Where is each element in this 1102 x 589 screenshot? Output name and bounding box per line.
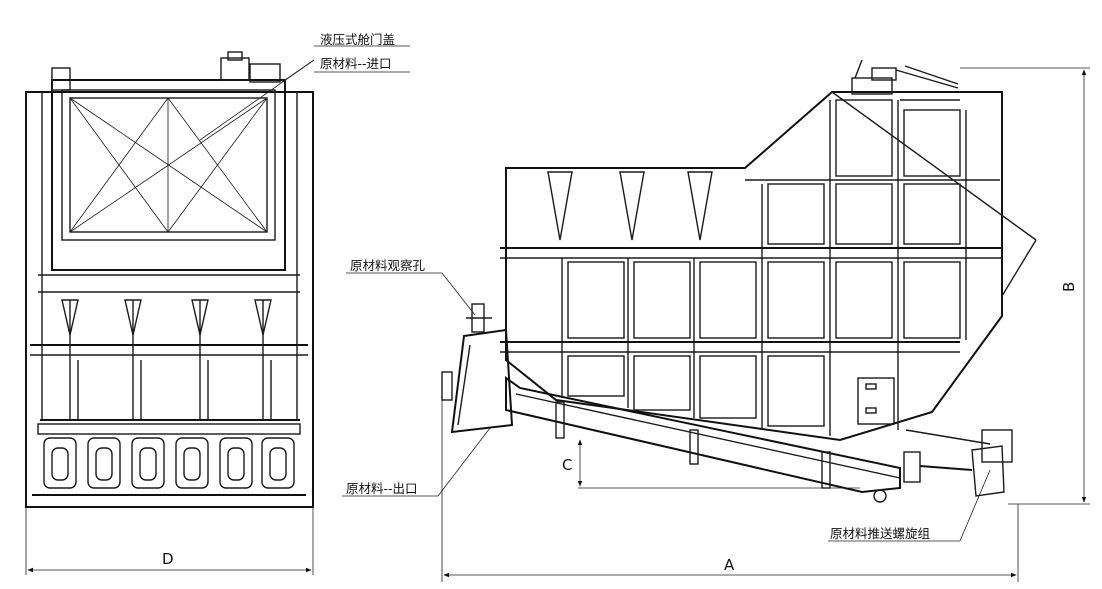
outlet-label: 原材料--出口	[346, 481, 418, 496]
dim-b-label: B	[1060, 282, 1078, 292]
callouts: 液压式舱门盖 原材料--进口 原材料观察孔 原材料--出口 原材料推送螺旋组	[199, 32, 991, 542]
screw-label: 原材料推送螺旋组	[830, 526, 930, 541]
window-label: 原材料观察孔	[350, 258, 426, 273]
dim-d-label: D	[162, 550, 174, 568]
dim-a-label: A	[724, 556, 735, 574]
side-view: C B A	[441, 59, 1090, 582]
front-view: D	[25, 51, 314, 575]
hatch-label: 液压式舱门盖	[320, 32, 395, 47]
dim-c-label: C	[562, 456, 572, 474]
inlet-label: 原材料--进口	[320, 56, 392, 71]
